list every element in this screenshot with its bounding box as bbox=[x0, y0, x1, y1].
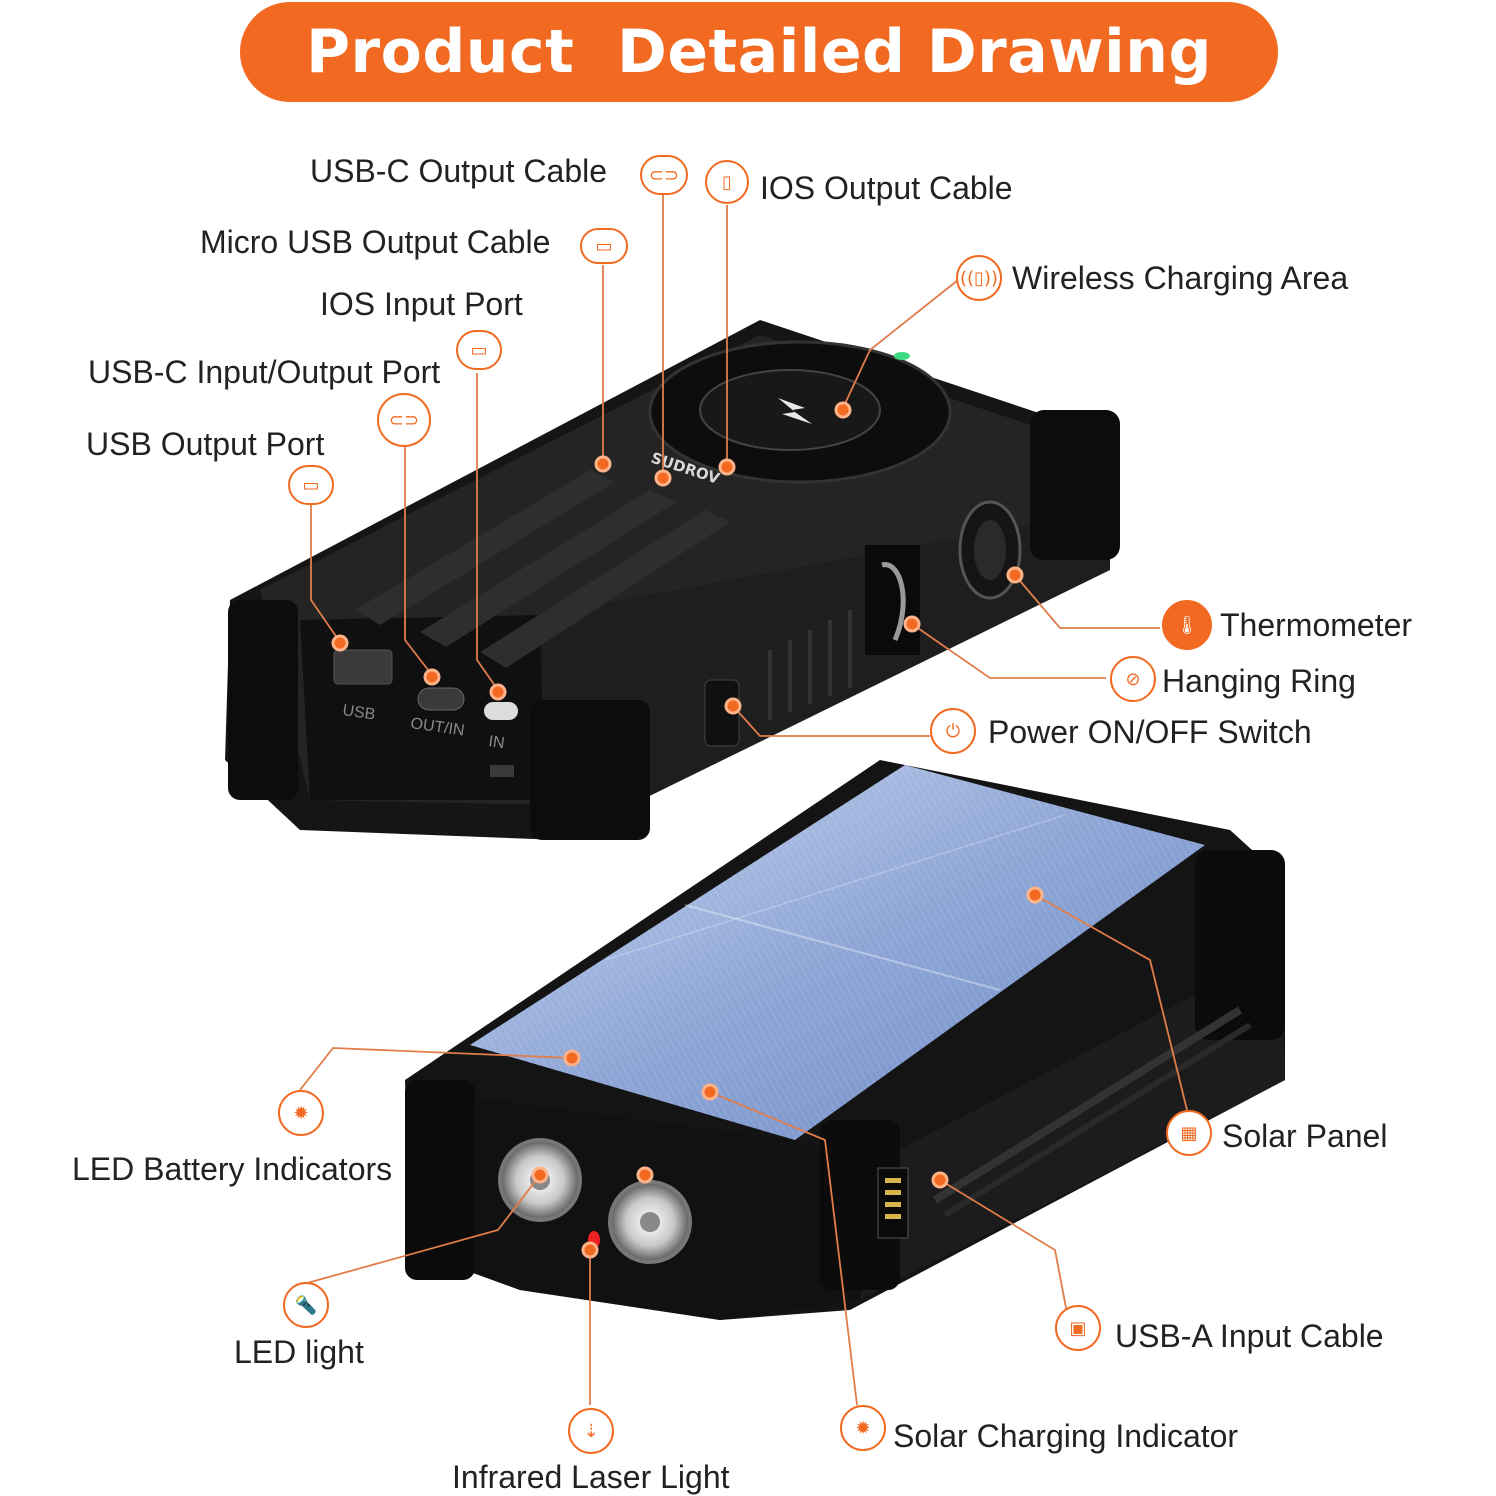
led-indicator-icon: ✹ bbox=[278, 1090, 324, 1136]
port-mark-usb: USB bbox=[341, 702, 376, 723]
label-thermometer: Thermometer bbox=[1220, 607, 1413, 643]
usb-c-cable-icon: ⊂⊃ bbox=[640, 155, 688, 195]
top-power-bank bbox=[225, 320, 1120, 840]
label-usb-a-input-cable: USB-A Input Cable bbox=[1115, 1318, 1384, 1354]
label-ios-output-cable: IOS Output Cable bbox=[760, 170, 1013, 206]
usb-c-port-icon: ⊂⊃ bbox=[377, 393, 431, 447]
flashlight-icon: 🔦 bbox=[283, 1282, 329, 1328]
leader-lines bbox=[299, 194, 1188, 1406]
label-solar-charging-indicator: Solar Charging Indicator bbox=[893, 1418, 1239, 1454]
hanging-ring-icon: ⊘ bbox=[1110, 656, 1156, 702]
ios-port-icon: ▭ bbox=[456, 330, 502, 370]
label-led-battery-indicators: LED Battery Indicators bbox=[72, 1151, 393, 1187]
usb-a-icon: ▣ bbox=[1055, 1305, 1101, 1351]
label-power-switch: Power ON/OFF Switch bbox=[988, 714, 1312, 750]
lightning-cable-icon: ▯ bbox=[705, 160, 749, 204]
label-wireless-charging-area: Wireless Charging Area bbox=[1012, 260, 1349, 296]
port-mark-in: IN bbox=[487, 733, 505, 752]
page-title: Product Detailed Drawing bbox=[306, 17, 1212, 87]
solar-panel-icon: ▦ bbox=[1166, 1110, 1212, 1156]
power-icon: ⏻ bbox=[930, 708, 976, 754]
label-usb-c-input-output-port: USB-C Input/Output Port bbox=[88, 354, 441, 390]
laser-icon: ⇣ bbox=[568, 1408, 614, 1454]
label-usb-output-port: USB Output Port bbox=[86, 426, 325, 462]
label-usb-c-output-cable: USB-C Output Cable bbox=[310, 153, 608, 189]
bottom-power-bank bbox=[405, 760, 1285, 1320]
label-hanging-ring: Hanging Ring bbox=[1162, 663, 1356, 699]
micro-usb-icon: ▭ bbox=[580, 228, 628, 264]
label-infrared-laser-light: Infrared Laser Light bbox=[452, 1459, 730, 1495]
solar-indicator-icon: ✹ bbox=[840, 1405, 886, 1451]
title-banner: Product Detailed Drawing bbox=[240, 2, 1278, 102]
wireless-charging-icon: ((▯)) bbox=[956, 255, 1002, 301]
thermometer-icon: 🌡 bbox=[1162, 600, 1212, 650]
label-ios-input-port: IOS Input Port bbox=[320, 286, 523, 322]
label-solar-panel: Solar Panel bbox=[1222, 1118, 1388, 1154]
callout-dots bbox=[331, 401, 1044, 1259]
label-micro-usb-output-cable: Micro USB Output Cable bbox=[200, 224, 551, 260]
usb-port-icon: ▭ bbox=[288, 465, 334, 505]
label-led-light: LED light bbox=[234, 1334, 364, 1370]
